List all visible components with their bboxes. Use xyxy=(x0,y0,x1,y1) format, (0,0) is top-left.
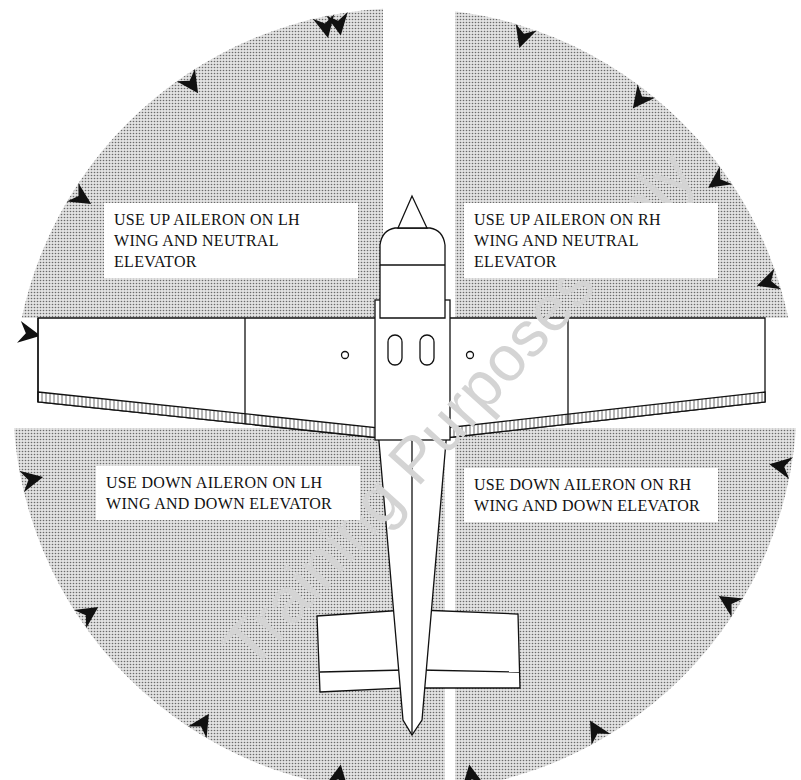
wind-arrow xyxy=(17,321,41,343)
instruction-box: USE UP AILERON ON LH WING AND NEUTRAL EL… xyxy=(104,203,358,278)
wind-arrow xyxy=(757,268,781,289)
wind-arrow xyxy=(516,24,537,48)
instruction-text: USE UP AILERON ON LH WING AND NEUTRAL EL… xyxy=(114,209,348,272)
instruction-text: USE DOWN AILERON ON RH WING AND DOWN ELE… xyxy=(474,474,708,516)
wind-arrows xyxy=(17,12,793,780)
wind-arrow xyxy=(633,84,655,108)
wind-arrow xyxy=(462,764,484,780)
instruction-box: USE DOWN AILERON ON RH WING AND DOWN ELE… xyxy=(464,468,718,522)
instruction-box: USE UP AILERON ON RH WING AND NEUTRAL EL… xyxy=(464,203,718,278)
wind-arrow xyxy=(74,607,98,628)
wind-arrow xyxy=(769,457,793,479)
wind-arrow xyxy=(708,166,732,188)
instruction-box: USE DOWN AILERON ON LH WING AND DOWN ELE… xyxy=(96,466,360,520)
instruction-text: USE DOWN AILERON ON LH WING AND DOWN ELE… xyxy=(106,472,350,514)
wind-arrow xyxy=(313,14,335,38)
wind-arrow xyxy=(326,764,348,780)
wind-arrow xyxy=(719,596,743,617)
wind-arrow xyxy=(590,720,611,745)
wind-arrow xyxy=(19,471,43,493)
instruction-text: USE UP AILERON ON RH WING AND NEUTRAL EL… xyxy=(474,209,708,272)
wind-arrow xyxy=(67,183,91,204)
wind-arrow xyxy=(177,69,198,93)
wind-arrow xyxy=(188,714,209,738)
